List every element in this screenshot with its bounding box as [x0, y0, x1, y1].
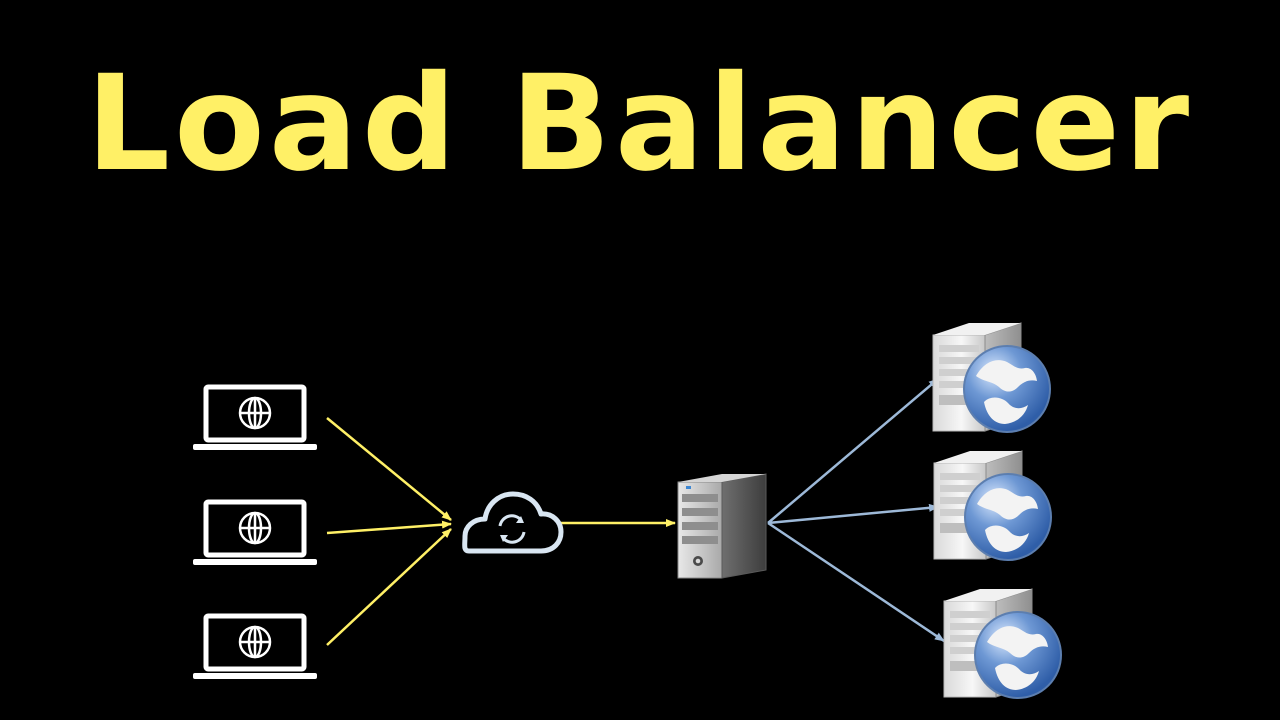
arrow-client-3: [326, 528, 452, 646]
arrow-server-2: [767, 503, 939, 525]
web-server-globe-icon: [933, 450, 1052, 561]
laptop-globe-icon: [193, 613, 317, 679]
laptop-globe-icon: [193, 384, 317, 450]
arrow-server-1: [767, 378, 939, 524]
arrow-client-2: [326, 520, 452, 535]
page-title: Load Balancer: [86, 47, 1194, 201]
web-server-globe-icon: [932, 322, 1051, 433]
client-arrows: [326, 417, 676, 646]
server-tower-icon: [677, 473, 767, 579]
web-server-globe-icon: [943, 588, 1062, 699]
cloud-sync-icon: [462, 491, 564, 554]
laptop-globe-icon: [193, 499, 317, 565]
arrow-client-1: [326, 417, 452, 521]
arrow-server-3: [767, 521, 945, 643]
server-arrows: [767, 378, 945, 643]
